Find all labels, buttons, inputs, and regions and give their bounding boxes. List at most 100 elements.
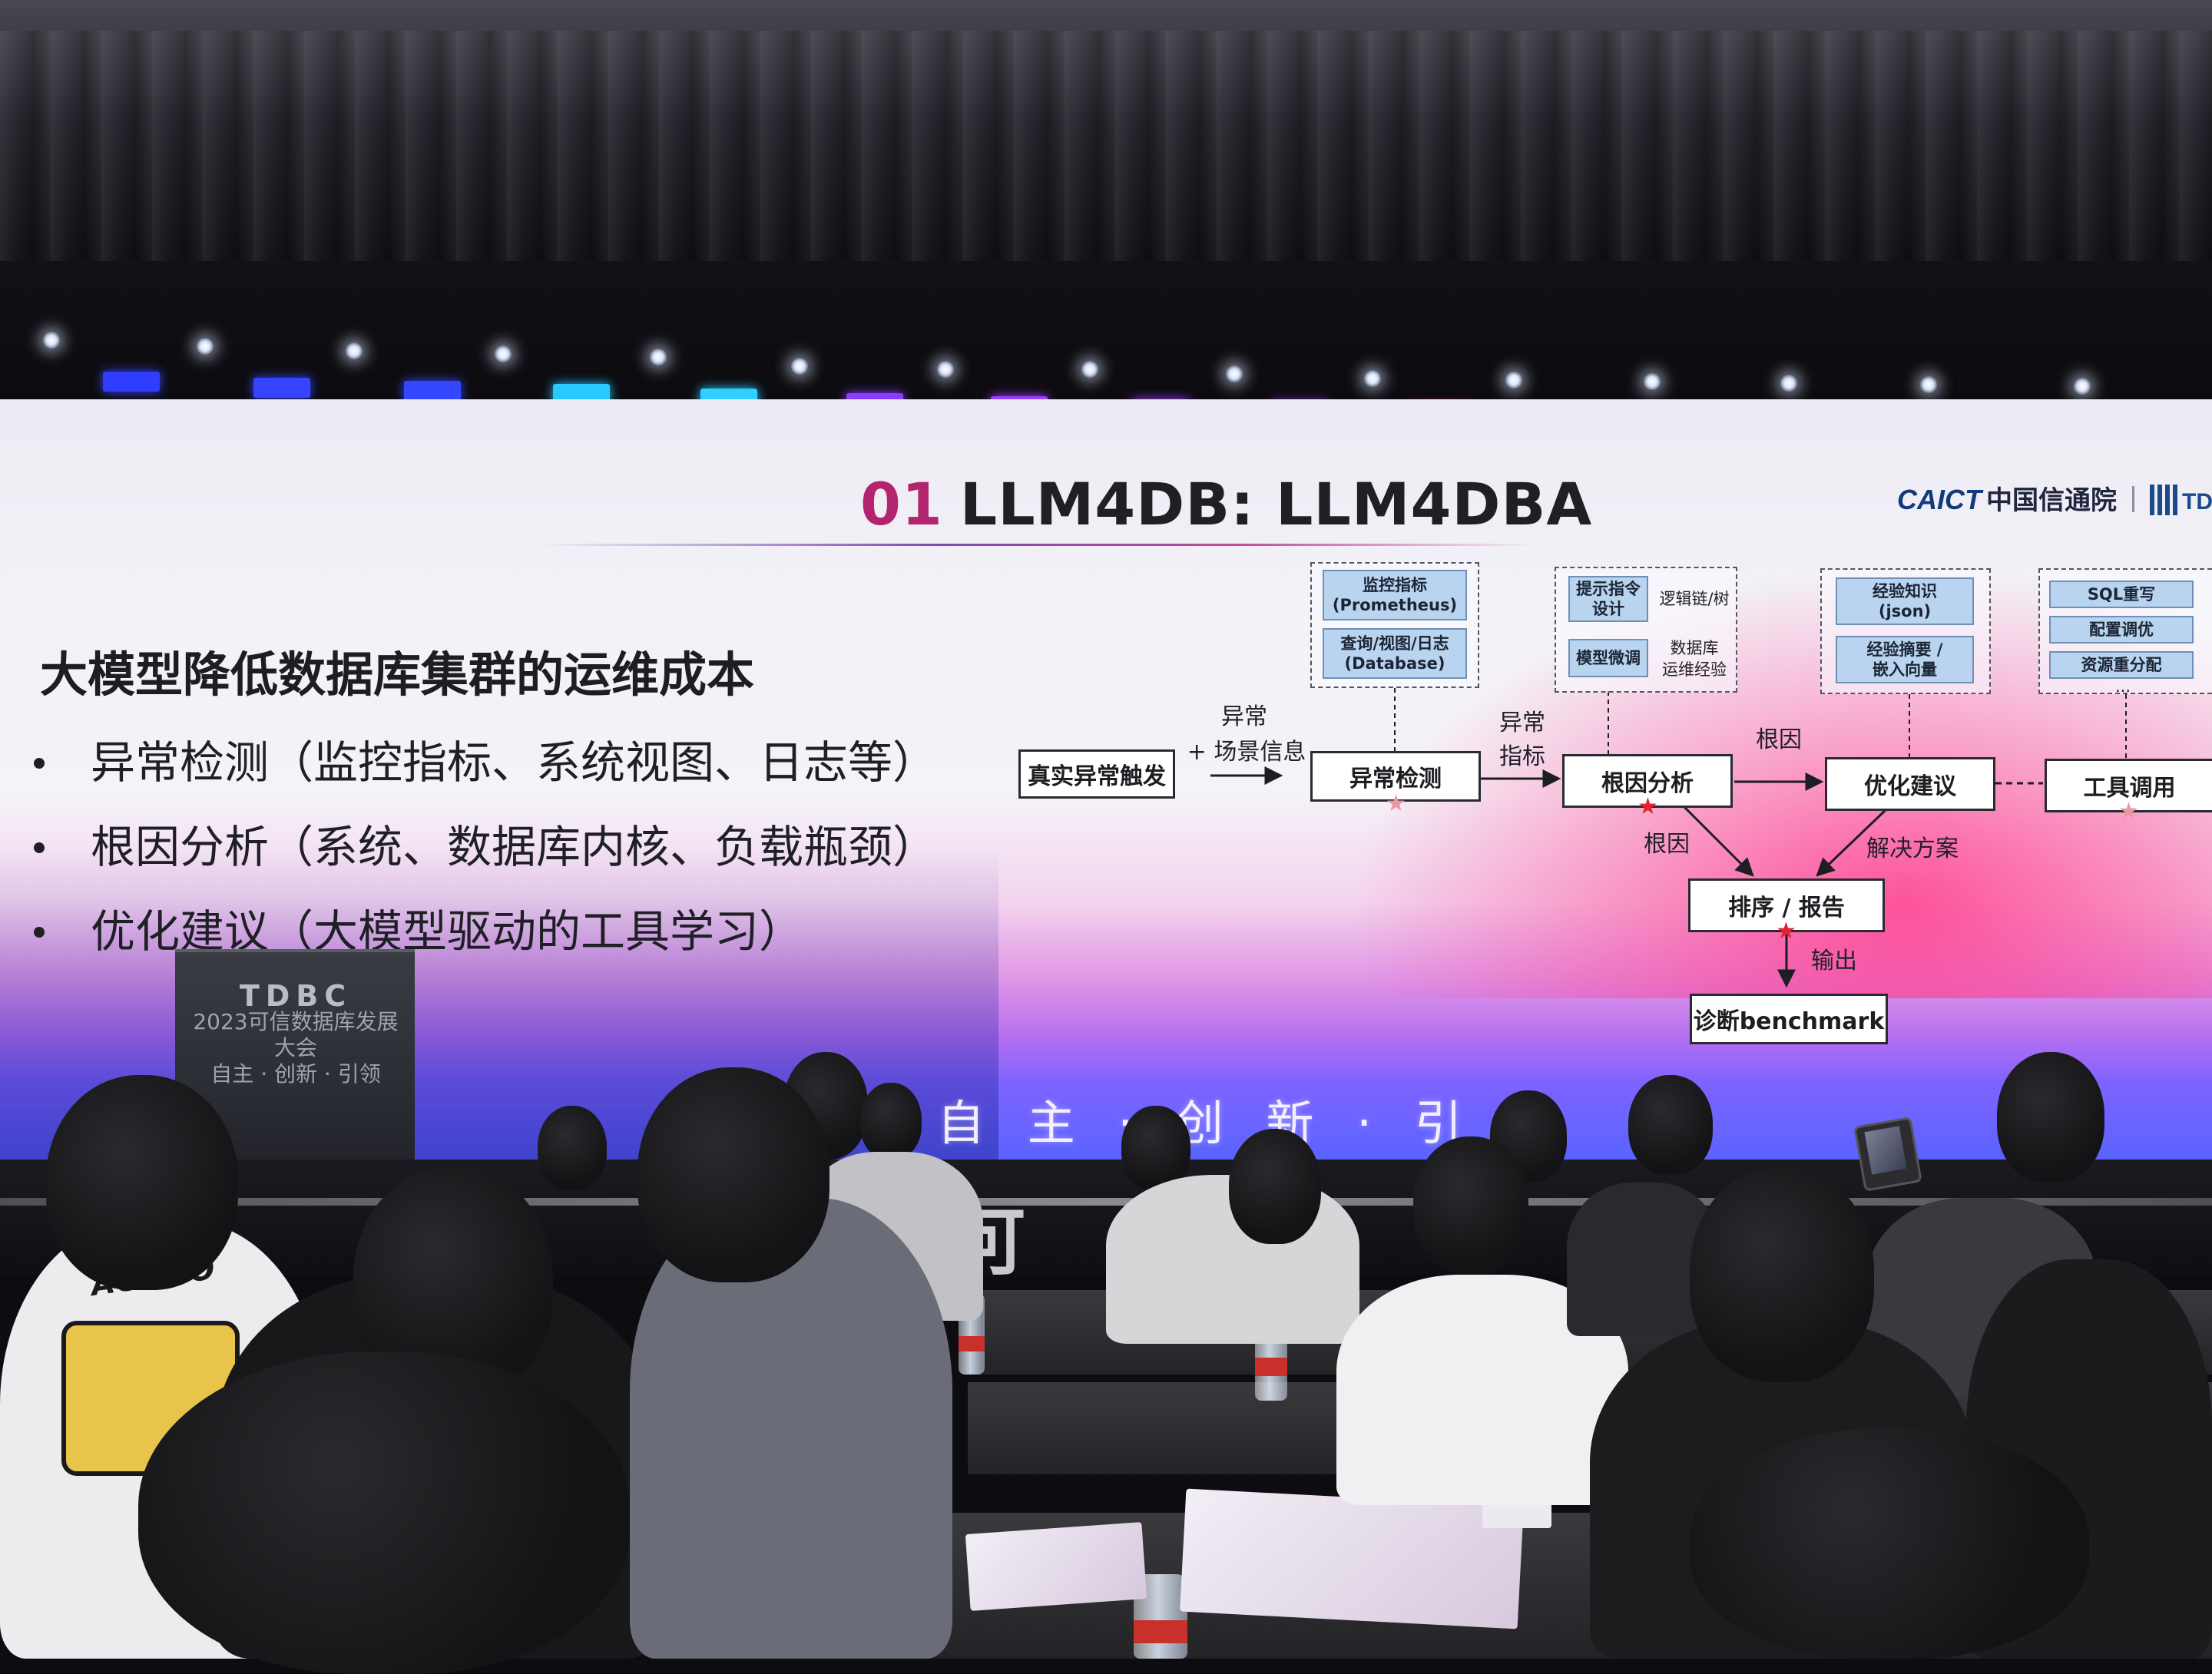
chip-prompt-design: 提示指令 设计: [1568, 576, 1648, 622]
note-db-experience: 数据库 运维经验: [1656, 637, 1733, 680]
bullet-item: 异常检测（监控指标、系统视图、日志等）: [34, 726, 937, 789]
audience-shirt: [630, 1198, 952, 1659]
podium-line: 自主 · 创新 · 引领: [210, 1061, 381, 1087]
tdbc-logo-icon: [2150, 485, 2177, 515]
bottle-label: [959, 1336, 985, 1351]
bottle-label: [1134, 1620, 1187, 1643]
bullet-text: 异常检测（监控指标、系统视图、日志等）: [91, 736, 938, 789]
stage-root-cause: 根因分析: [1562, 754, 1733, 808]
star-icon: ★: [1776, 918, 1796, 945]
audience-head: [1229, 1129, 1321, 1244]
ceiling-spotlight: [1920, 376, 1937, 393]
led-light: [103, 372, 160, 392]
arrow-root-to-report: [1682, 805, 1754, 877]
star-icon: ★: [2118, 798, 2139, 825]
edge-label-root-to-opt: 根因: [1756, 726, 1802, 753]
audience-head: [1121, 1106, 1190, 1190]
bottle-label: [1255, 1358, 1287, 1376]
audience-head: [860, 1083, 922, 1160]
edge-label-output: 输出: [1811, 948, 1857, 974]
bullet-dot: [34, 758, 45, 769]
ceiling-spotlight: [1081, 361, 1098, 378]
chip-sql-rewrite: SQL重写: [2049, 581, 2194, 608]
slide-heading: 大模型降低数据库集群的运维成本: [40, 647, 755, 703]
chip-line: 经验知识: [1873, 582, 1937, 600]
trigger-label-1: 异常: [1221, 703, 1267, 730]
bullet-text: 根因分析（系统、数据库内核、负载瓶颈）: [91, 821, 938, 873]
stage-ceiling: [0, 0, 2212, 430]
audience-head: [1690, 1167, 1874, 1382]
chip-experience-summary: 经验摘要 / 嵌入向量: [1836, 636, 1974, 683]
stage-curtain: [0, 31, 2212, 261]
chip-line: (json): [1878, 602, 1932, 620]
chip-monitor-metrics: 监控指标 (Prometheus): [1323, 570, 1467, 620]
title-text: LLM4DB: LLM4DBA: [959, 470, 1593, 538]
ceiling-spotlight: [197, 338, 214, 355]
chip-model-finetune: 模型微调: [1568, 639, 1648, 677]
edge-label-metric: 指标: [1499, 743, 1545, 770]
stage-edge-light: [0, 1198, 2212, 1206]
stage-optimization: 优化建议: [1825, 757, 1995, 811]
trigger-label-2: + 场景信息: [1187, 739, 1306, 766]
chip-experience-knowledge: 经验知识 (json): [1836, 577, 1974, 625]
ceiling-spotlight: [495, 346, 512, 362]
chip-line: 提示指令: [1576, 580, 1641, 598]
logo-divider: [2132, 486, 2134, 512]
trigger-box: 真实异常触发: [1018, 749, 1175, 799]
chip-query-view-log: 查询/视图/日志 (Database): [1323, 628, 1467, 679]
audience-head: [1997, 1052, 2104, 1183]
edge-label-anomaly: 异常: [1499, 710, 1545, 736]
audience-head: [1690, 1428, 2089, 1659]
chip-line: 设计: [1592, 600, 1624, 618]
audience-head: [46, 1075, 238, 1290]
ceiling-spotlight: [2074, 378, 2091, 395]
bullet-dot: [34, 927, 45, 938]
audience-head: [538, 1106, 607, 1190]
note-line: 数据库: [1670, 639, 1719, 657]
stage-anomaly-detection: 异常检测: [1310, 751, 1481, 802]
phone-screen: [1864, 1126, 1907, 1175]
star-icon: ★: [1386, 790, 1406, 817]
ceiling-spotlight: [1780, 375, 1797, 392]
star-icon: ★: [1637, 793, 1658, 820]
audience-head: [637, 1067, 830, 1282]
event-brochure: [1180, 1488, 1524, 1629]
chip-resource-realloc: 资源重分配: [2049, 651, 2194, 679]
title-underline: [538, 544, 1536, 546]
ceiling-spotlight: [1364, 370, 1381, 387]
bullet-text: 优化建议（大模型驱动的工具学习）: [91, 905, 804, 958]
bullet-item: 根因分析（系统、数据库内核、负载瓶颈）: [34, 811, 937, 873]
led-light: [253, 378, 310, 398]
audience-head: [1413, 1136, 1528, 1275]
chip-line: (Database): [1344, 654, 1445, 673]
led-light: [404, 381, 461, 401]
bullet-dot: [34, 842, 45, 853]
chip-config-tuning: 配置调优: [2049, 616, 2194, 643]
chip-line: 嵌入向量: [1873, 660, 1937, 679]
ceiling-spotlight: [43, 332, 60, 349]
bullet-item: 优化建议（大模型驱动的工具学习）: [34, 895, 803, 958]
caict-logo-text: CAICT: [1897, 484, 1982, 515]
ceiling-spotlight: [1505, 372, 1522, 389]
ceiling-spotlight: [650, 349, 667, 366]
audience-head: [138, 1351, 630, 1674]
stage-tool-call: 工具调用: [2045, 759, 2212, 812]
tdbc-logo-text: TDBC: [2182, 489, 2212, 514]
chip-line: (Prometheus): [1332, 596, 1458, 614]
tool-ellipsis: ...: [2114, 677, 2131, 696]
ceiling-spotlight: [937, 361, 954, 378]
ceiling-spotlight: [346, 342, 363, 359]
note-logic-chain: 逻辑链/树: [1659, 590, 1730, 608]
chip-line: 经验摘要 /: [1866, 640, 1943, 659]
caict-org-name: 中国信通院: [1986, 486, 2117, 515]
ceiling-spotlight: [791, 358, 808, 375]
section-number: 01: [860, 470, 943, 538]
podium-text: TDBC 2023可信数据库发展大会 自主 · 创新 · 引领: [184, 981, 407, 1087]
arrow-opt-to-report: [1816, 808, 1888, 877]
podium-line: 2023可信数据库发展大会: [193, 1009, 399, 1060]
edge-label-root-to-report: 根因: [1644, 831, 1690, 858]
stage-benchmark: 诊断benchmark: [1690, 994, 1888, 1044]
note-line: 运维经验: [1662, 660, 1727, 679]
